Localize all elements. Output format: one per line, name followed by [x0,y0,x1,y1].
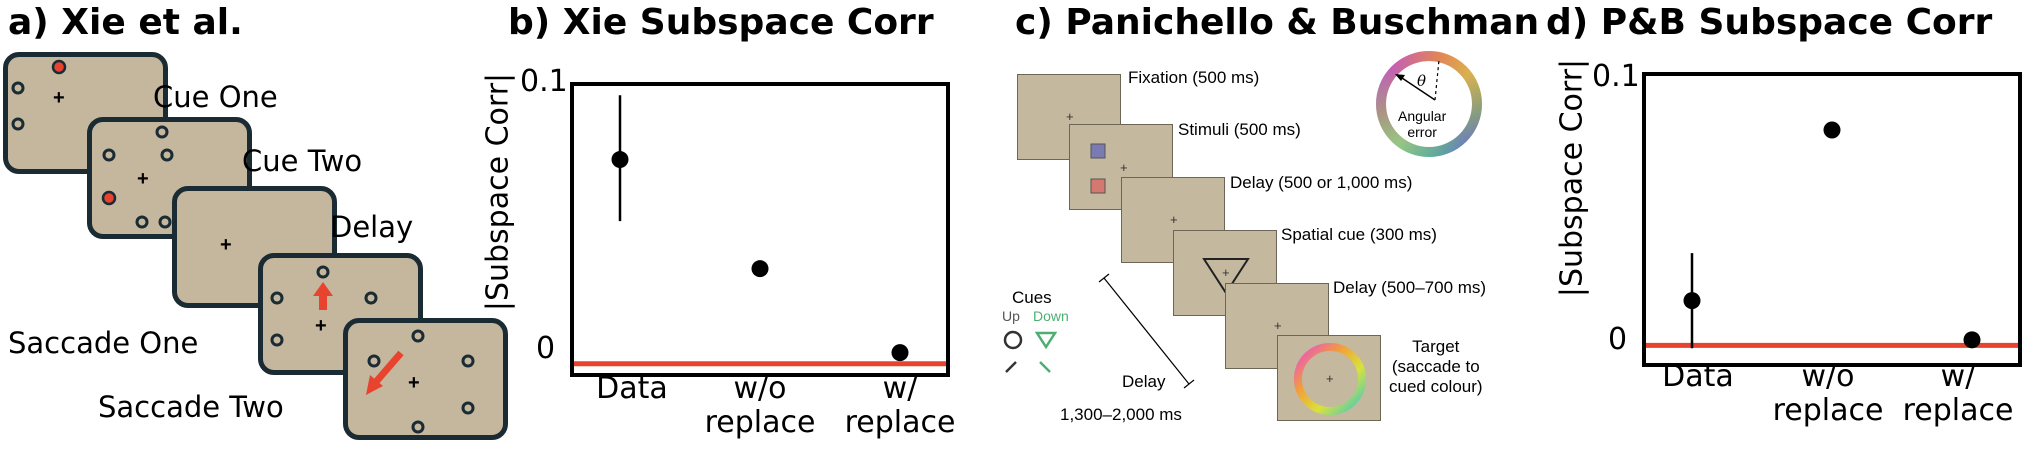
task-screen-saccade-two: + [343,318,508,440]
svg-text:+: + [1170,212,1178,227]
screen-target: + [1277,335,1381,421]
panel-d-title: d) P&B Subspace Corr [1546,2,1993,43]
panel-a-title: a) Xie et al. [8,2,243,43]
svg-text:+: + [315,315,327,337]
x-tick-line: w/o [733,371,787,406]
cue-up-label: Up [1002,308,1020,324]
x-tick-line: replace [844,405,956,440]
x-tick-label: Data [1658,360,1738,394]
target-line: (saccade to [1391,357,1480,376]
label-saccade-one: Saccade One [8,326,199,360]
x-tick-line: Data [596,371,668,406]
cue-icons [1003,330,1058,373]
chart-b [570,82,950,377]
target-line: cued colour) [1389,377,1483,396]
label-cue-two: Cue Two [242,144,363,178]
svg-text:+: + [1326,371,1334,386]
x-tick-line: Data [1662,359,1734,394]
cues-title: Cues [1012,288,1052,307]
stage-target: Target (saccade to cued colour) [1389,337,1483,397]
delay-range-label: 1,300–2,000 ms [1060,405,1182,424]
theta-symbol: θ [1417,72,1426,90]
svg-text:+: + [1066,109,1074,124]
chart-d [1642,72,2022,367]
y-axis-label: |Subspace Corr| [1554,58,1590,298]
triangle-cue-icon [1034,331,1058,350]
target-line: Target [1412,337,1460,356]
angular-error-label: Angular error [1398,108,1446,140]
x-tick-line: replace [1902,393,2014,428]
x-tick-label: Data [592,372,672,406]
x-tick-line: replace [704,405,816,440]
x-tick-line: w/ [882,371,918,406]
data-point [751,260,769,278]
delay-bracket [1098,273,1195,389]
label-delay: Delay [330,210,414,244]
svg-text:+: + [1120,160,1128,175]
x-tick-label: w/ replace [1898,360,2018,428]
stage-fixation: Fixation (500 ms) [1128,68,1260,87]
svg-text:+: + [220,234,232,256]
task-screen-saccade-one: + [258,253,423,375]
data-point [1823,121,1841,139]
stage-spatial-cue: Spatial cue (300 ms) [1281,225,1437,244]
plot-frame [1642,72,2022,367]
delay-label: Delay [1122,372,1166,391]
plot-frame [570,82,950,377]
data-point [611,151,629,169]
stage-delay: Delay (500 or 1,000 ms) [1230,173,1413,192]
color-wheel-icon: θ [1376,51,1482,157]
svg-text:+: + [1222,265,1230,280]
panel-c-title: c) Panichello & Buschman [1015,2,1540,43]
label-saccade-two: Saccade Two [98,390,284,424]
cue-down-label: Down [1033,308,1069,324]
x-tick-label: w/o replace [1768,360,1888,428]
x-tick-line: w/ [1940,359,1976,394]
svg-text:+: + [1274,318,1282,333]
x-tick-label: w/o replace [700,372,820,440]
data-point [891,344,909,362]
task-screen-cue-two: + [87,117,252,239]
y-tick-label: 0.1 [1592,59,1640,94]
panel-b-title: b) Xie Subspace Corr [508,2,934,43]
y-tick-label: 0 [536,331,556,366]
svg-text:+: + [408,372,420,394]
y-tick-label: 0 [1608,322,1628,357]
stage-stimuli: Stimuli (500 ms) [1178,120,1301,139]
stage-delay-two: Delay (500–700 ms) [1333,278,1487,297]
y-axis-label: |Subspace Corr| [480,72,516,312]
angular-error-line: Angular [1398,108,1447,124]
circle-cue-icon [1003,330,1023,350]
data-point [1963,331,1981,349]
angular-error-line: error [1407,124,1437,140]
svg-text:+: + [53,87,65,109]
label-cue-one: Cue One [153,80,278,114]
x-tick-label: w/ replace [840,372,960,440]
data-point [1683,292,1701,310]
y-tick-label: 0.1 [520,64,568,99]
svg-text:+: + [137,168,149,190]
x-tick-line: w/o [1801,359,1855,394]
x-tick-line: replace [1772,393,1884,428]
